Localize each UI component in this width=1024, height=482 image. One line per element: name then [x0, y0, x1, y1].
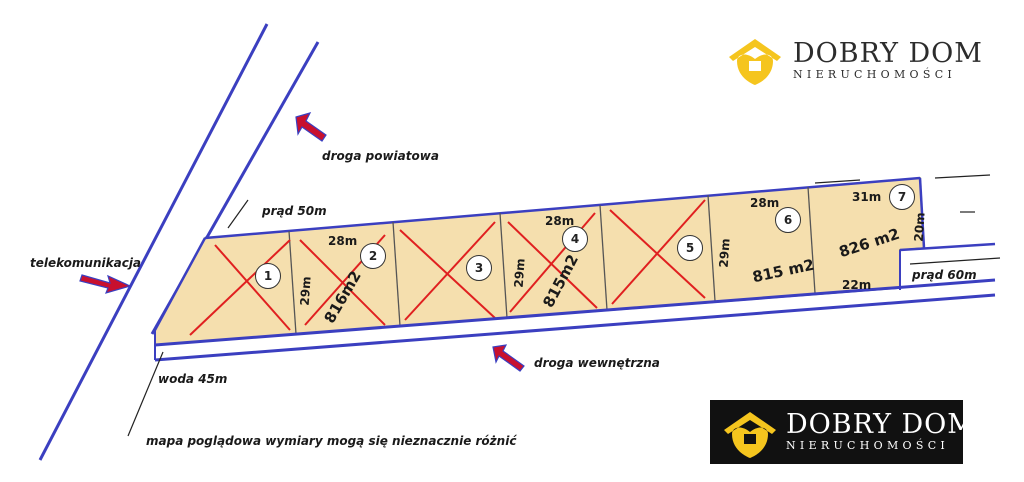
logo-top: DOBRY DOM NIERUCHOMOŚCI	[787, 40, 983, 82]
arrow-internal-road	[492, 344, 525, 372]
divider-4-5	[599, 204, 608, 311]
plot-7-bottom-dim: 22m	[842, 278, 872, 292]
logo-bottom-text: DOBRY DOM NIERUCHOMOŚCI	[786, 411, 976, 453]
internal-road-line-bottom	[154, 293, 996, 362]
label-county-road: droga powiatowa	[322, 149, 439, 163]
brand-name: DOBRY DOM	[793, 38, 983, 69]
power-line-top-dashes	[814, 179, 861, 184]
internal-road-line-top	[154, 278, 996, 347]
power-line-right	[909, 257, 1001, 265]
plot-7-right-dim: 20m	[911, 211, 928, 243]
arrow-telecom	[79, 274, 132, 294]
cross-plot-5-b	[611, 199, 706, 305]
top-right-dash	[934, 174, 991, 179]
divider-3-4	[499, 212, 508, 319]
utility-lines	[127, 174, 1001, 437]
plot-2-left-dim: 29m	[297, 275, 314, 307]
label-internal-road: droga wewnętrzna	[534, 356, 660, 370]
logo-bottom: DOBRY DOM NIERUCHOMOŚCI	[710, 400, 1020, 464]
plot-4-top-dim: 28m	[545, 214, 575, 228]
plots-top-boundary	[204, 176, 921, 240]
label-power-top: prąd 50m	[262, 204, 327, 218]
brand-name: DOBRY DOM	[786, 409, 976, 440]
divider-5-6	[707, 194, 716, 302]
power-line-top	[227, 199, 249, 229]
house-window-icon	[744, 434, 756, 444]
plots-left-boundary	[153, 237, 207, 331]
divider-1-2	[288, 230, 297, 335]
county-road-line-left	[38, 23, 269, 461]
plot-7-top-dim: 31m	[852, 190, 882, 204]
label-telecom: telekomunikacja	[30, 256, 142, 270]
arrow-telecom-shape	[79, 274, 132, 294]
plot-number-4: 4	[562, 226, 588, 252]
arrow-county-road	[295, 112, 327, 142]
water-line	[127, 351, 164, 437]
brand-subtitle: NIERUCHOMOŚCI	[793, 68, 957, 81]
arrow-county-road-shape	[295, 112, 327, 142]
brand-subtitle: NIERUCHOMOŚCI	[786, 439, 950, 452]
plot-6-left-dim: 29m	[716, 237, 733, 269]
internal-road-stub-right	[899, 242, 996, 252]
cross-plot-3-b	[404, 221, 496, 321]
cross-plot-4-a	[507, 221, 598, 309]
house-heart-icon	[724, 412, 776, 458]
house-heart-icon	[729, 39, 781, 85]
plot-number-5: 5	[677, 235, 703, 261]
plot-dividers	[288, 186, 816, 335]
house-window-icon	[749, 61, 761, 71]
label-note: mapa poglądowa wymiary mogą się nieznacz…	[146, 434, 517, 448]
label-water: woda 45m	[158, 372, 228, 386]
cross-plot-1-a	[214, 244, 291, 331]
label-power-right: prąd 60m	[912, 268, 977, 282]
arrow-internal-road-shape	[492, 344, 525, 372]
plot-number-7: 7	[889, 184, 915, 210]
plot-number-1: 1	[255, 263, 281, 289]
plots-right-boundary	[918, 177, 926, 249]
plot-number-2: 2	[360, 243, 386, 269]
plot-2-top-dim: 28m	[328, 234, 358, 248]
plot-4-left-dim: 29m	[511, 257, 528, 289]
plot-number-6: 6	[775, 207, 801, 233]
plot-number-3: 3	[466, 255, 492, 281]
divider-2-3	[392, 221, 401, 327]
logo-top-text: DOBRY DOM NIERUCHOMOŚCI	[793, 40, 983, 82]
divider-6-7	[807, 186, 816, 294]
cross-plot-1-b	[189, 239, 291, 336]
plot-6-top-dim: 28m	[750, 196, 780, 210]
